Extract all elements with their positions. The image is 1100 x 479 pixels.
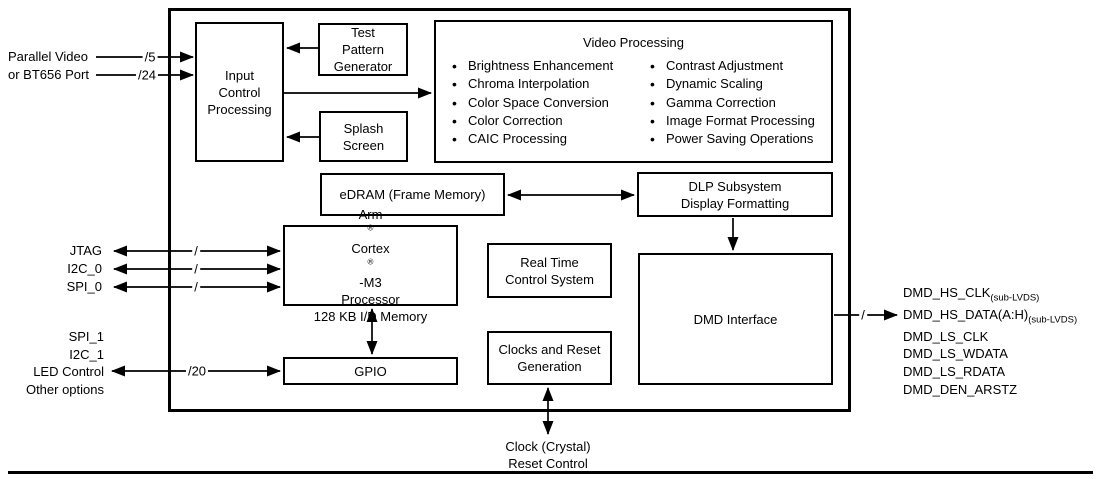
registered-mark: ® — [367, 257, 374, 267]
bus-width-20: /20 — [185, 363, 209, 379]
arm-processor-line1: Arm® Cortex®-M3 — [351, 206, 389, 291]
edram-frame-memory-block: eDRAM (Frame Memory) — [320, 173, 505, 216]
bus-width-24: /24 — [135, 67, 159, 83]
dlp-subsystem-line2: Display Formatting — [680, 195, 790, 211]
bus-slash-spi0: / — [192, 279, 200, 295]
dmd-hs-clk-signal: DMD_HS_CLK(sub-LVDS) — [903, 286, 1039, 306]
feature-item: Image Format Processing — [650, 112, 815, 131]
gpio-block: GPIO — [283, 357, 458, 385]
i2c0-port-label: I2C_0 — [67, 261, 102, 276]
jtag-port-label: JTAG — [69, 243, 102, 258]
test-pattern-line1: Test — [351, 25, 375, 40]
spi0-port-label: SPI_0 — [66, 279, 102, 294]
registered-mark: ® — [367, 223, 374, 233]
cortex-name: Cortex — [351, 241, 390, 256]
signal-name: DMD_HS_DATA(A:H) — [903, 307, 1029, 322]
video-processing-feature-list-left: Brightness Enhancement Chroma Interpolat… — [452, 57, 613, 149]
feature-item: Chroma Interpolation — [452, 75, 613, 94]
video-processing-feature-list-right: Contrast Adjustment Dynamic Scaling Gamm… — [650, 57, 815, 149]
dmd-interface-label: DMD Interface — [693, 311, 778, 327]
i2c1-port-label: I2C_1 — [69, 346, 104, 362]
host-port-labels: JTAG I2C_0 SPI_0 — [0, 242, 102, 296]
reset-control-label: Reset Control — [508, 456, 588, 471]
splash-screen-line1: Splash — [343, 120, 384, 136]
signal-name: DMD_LS_RDATA — [903, 364, 1006, 379]
feature-item: Contrast Adjustment — [650, 57, 815, 76]
dmd-ls-rdata-signal: DMD_LS_RDATA — [903, 365, 1005, 385]
test-pattern-line3: Generator — [333, 59, 393, 74]
input-control-processing-block: Input Control Processing — [195, 22, 284, 162]
real-time-control-system-block: Real Time Control System — [487, 243, 612, 298]
bus-slash-jtag: / — [192, 243, 200, 259]
dmd-interface-block: DMD Interface — [638, 253, 833, 385]
feature-item: Gamma Correction — [650, 94, 815, 113]
arm-processor-line3: 128 KB I/D Memory — [313, 309, 428, 324]
clock-crystal-label: Clock (Crystal) — [505, 439, 591, 454]
input-control-line3: Processing — [207, 101, 272, 117]
bus-slash-dmd: / — [859, 307, 867, 323]
bus-width-5: /5 — [142, 49, 158, 65]
led-control-port-label: LED Control — [33, 364, 104, 379]
gpio-label: GPIO — [354, 363, 387, 379]
input-control-line2: Control — [218, 84, 261, 100]
clocks-reset-generation-block: Clocks and Reset Generation — [487, 331, 612, 385]
splash-screen-line2: Screen — [342, 137, 385, 153]
signal-name: DMD_LS_CLK — [903, 329, 989, 344]
signal-name: DMD_HS_CLK — [903, 285, 991, 300]
realtime-line1: Real Time — [520, 254, 579, 270]
feature-item: Color Space Conversion — [452, 94, 613, 113]
test-pattern-generator-block: Test Pattern Generator — [318, 23, 408, 76]
signal-name: DMD_DEN_ARSTZ — [903, 382, 1018, 397]
video-processing-block: Video Processing Brightness Enhancement … — [434, 20, 833, 163]
clocks-reset-line2: Generation — [517, 359, 582, 374]
input-control-line1: Input — [225, 67, 254, 83]
dmd-den-arstz-signal: DMD_DEN_ARSTZ — [903, 383, 1017, 403]
feature-item: CAIC Processing — [452, 130, 613, 149]
m3-name: -M3 — [359, 275, 382, 290]
spi1-port-label: SPI_1 — [68, 329, 104, 344]
splash-screen-block: Splash Screen — [319, 111, 408, 162]
test-pattern-line2: Pattern — [342, 42, 384, 57]
signal-name: DMD_LS_WDATA — [903, 346, 1008, 361]
signal-subscript: (sub-LVDS) — [1028, 314, 1078, 326]
dlp-subsystem-line1: DLP Subsystem — [688, 178, 782, 194]
dmd-ls-clk-signal: DMD_LS_CLK — [903, 330, 988, 350]
feature-item: Dynamic Scaling — [650, 75, 815, 94]
dmd-ls-wdata-signal: DMD_LS_WDATA — [903, 347, 1008, 367]
arm-cortex-m3-processor-block: Arm® Cortex®-M3 Processor 128 KB I/D Mem… — [283, 207, 458, 324]
clock-reset-port-label: Clock (Crystal) Reset Control — [463, 438, 633, 472]
dmd-hs-data-signal: DMD_HS_DATA(A:H)(sub-LVDS) — [903, 308, 1077, 328]
arm-processor-line2: Processor — [341, 292, 400, 307]
video-input-line2: or BT656 Port — [8, 67, 89, 82]
page-bottom-rule — [8, 471, 1093, 474]
feature-item: Power Saving Operations — [650, 130, 815, 149]
other-options-port-label: Other options — [25, 381, 104, 397]
video-input-port-label: Parallel Video or BT656 Port — [8, 48, 89, 84]
peripheral-port-labels: SPI_1 I2C_1 LED Control Other options — [0, 328, 104, 398]
feature-item: Brightness Enhancement — [452, 57, 613, 76]
video-input-line1: Parallel Video — [8, 49, 88, 64]
edram-label: eDRAM (Frame Memory) — [339, 187, 486, 202]
dlp-subsystem-display-formatting-block: DLP Subsystem Display Formatting — [637, 172, 833, 217]
clocks-reset-line1: Clocks and Reset — [498, 342, 601, 357]
video-processing-title: Video Processing — [583, 35, 684, 50]
bus-slash-i2c0: / — [192, 261, 200, 277]
realtime-line2: Control System — [505, 271, 594, 287]
feature-item: Color Correction — [452, 112, 613, 131]
signal-subscript: (sub-LVDS) — [990, 292, 1040, 304]
arm-name: Arm — [358, 207, 383, 222]
